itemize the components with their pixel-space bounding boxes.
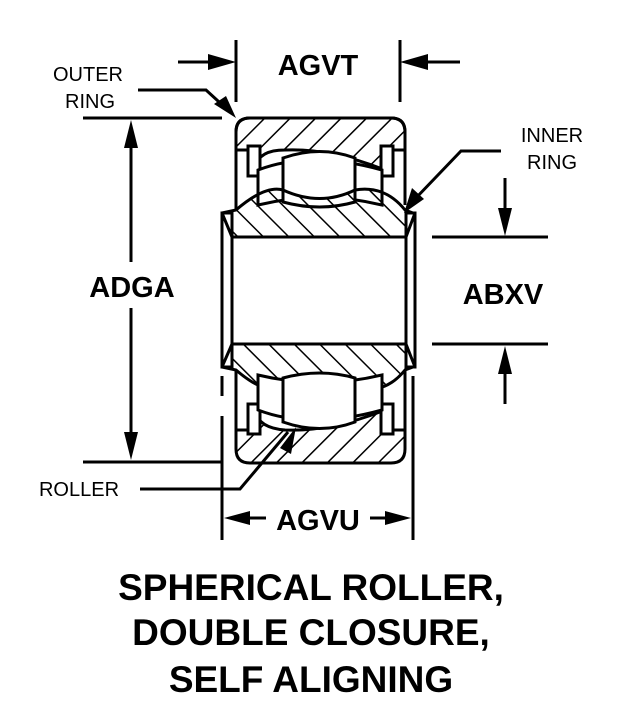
- callout-inner-ring: [404, 149, 501, 213]
- title-line-2: DOUBLE CLOSURE,: [132, 612, 490, 653]
- seal-bottom-right: [379, 402, 395, 436]
- callout-outer-ring-line1: OUTER: [53, 64, 123, 86]
- dimension-adga: [83, 116, 222, 464]
- label-agvt: AGVT: [278, 50, 359, 82]
- label-abxv: ABXV: [463, 279, 544, 311]
- callout-roller-label: ROLLER: [39, 479, 119, 501]
- callout-outer-ring: [138, 88, 236, 118]
- arrow-down-icon: [498, 208, 512, 236]
- arrow-icon: [214, 96, 236, 118]
- arrow-up-icon: [498, 346, 512, 374]
- callout-inner-ring-line1: INNER: [521, 125, 583, 147]
- label-agvu: AGVU: [276, 505, 360, 537]
- seal-top-left: [246, 144, 262, 178]
- title-line-1: SPHERICAL ROLLER,: [118, 567, 504, 608]
- dimension-abxv: [432, 178, 548, 404]
- seal-bottom-left: [246, 402, 262, 436]
- arrow-left-icon: [224, 511, 250, 525]
- dimension-agvu: [220, 376, 415, 540]
- callout-outer-ring-line2: RING: [65, 91, 115, 113]
- title-line-3: SELF ALIGNING: [169, 659, 453, 700]
- bore: [230, 235, 408, 346]
- callout-inner-ring-line2: RING: [527, 152, 577, 174]
- arrow-up-icon: [124, 120, 138, 148]
- arrow-icon: [280, 427, 296, 454]
- label-adga: ADGA: [89, 272, 174, 304]
- roller-bottom: [256, 371, 384, 430]
- arrow-left-icon: [400, 54, 428, 70]
- seal-top-right: [379, 144, 395, 178]
- arrow-right-icon: [385, 511, 411, 525]
- dimension-agvt: [178, 40, 460, 102]
- arrow-right-icon: [208, 54, 236, 70]
- arrow-down-icon: [124, 432, 138, 460]
- arrow-icon: [404, 188, 424, 213]
- callout-roller: [140, 427, 296, 491]
